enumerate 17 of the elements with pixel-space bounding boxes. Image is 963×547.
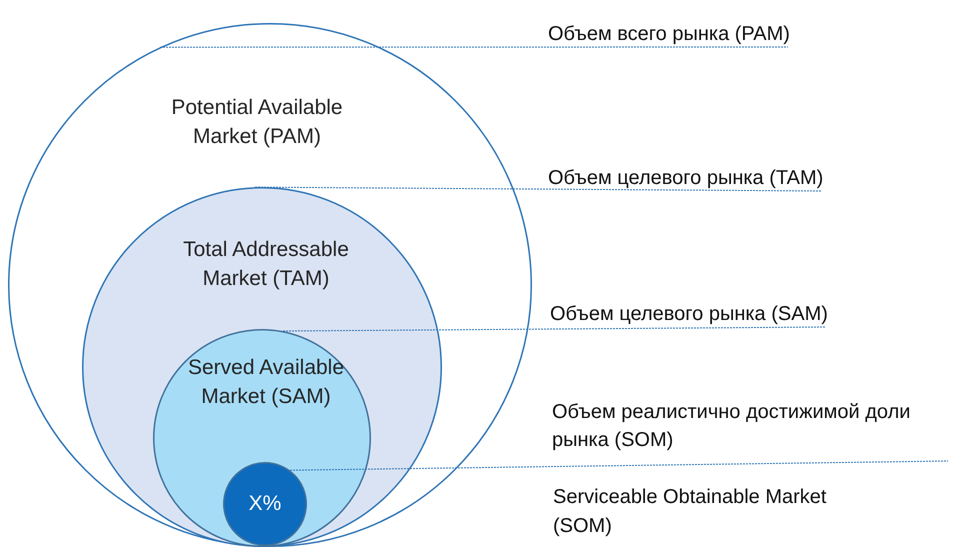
circle-label: Served Available Market (SAM): [186, 355, 346, 410]
annotation-text: Объем целевого рынка (SAM): [550, 300, 828, 328]
market-circle: [153, 329, 371, 547]
market-circle: [223, 462, 307, 546]
leader-line: [282, 326, 826, 332]
leader-line: [290, 460, 948, 471]
annotation-text: Объем реалистично достижимой доли рынка (SOM): [552, 398, 950, 462]
circle-label: X%: [248, 491, 282, 517]
leader-line: [160, 46, 788, 48]
market-circle: [8, 23, 532, 547]
circle-label: Potential Available Market (PAM): [170, 95, 344, 150]
annotation-text: Объем всего рынка (PAM): [548, 20, 790, 48]
circle-label: Total Addressable Market (TAM): [182, 237, 350, 292]
annotation-text: Serviceable Obtainable Market (SOM): [553, 485, 828, 539]
market-circle: [82, 187, 442, 547]
leader-line: [254, 186, 822, 192]
annotation-text: Объем целевого рынка (TAM): [548, 164, 824, 192]
